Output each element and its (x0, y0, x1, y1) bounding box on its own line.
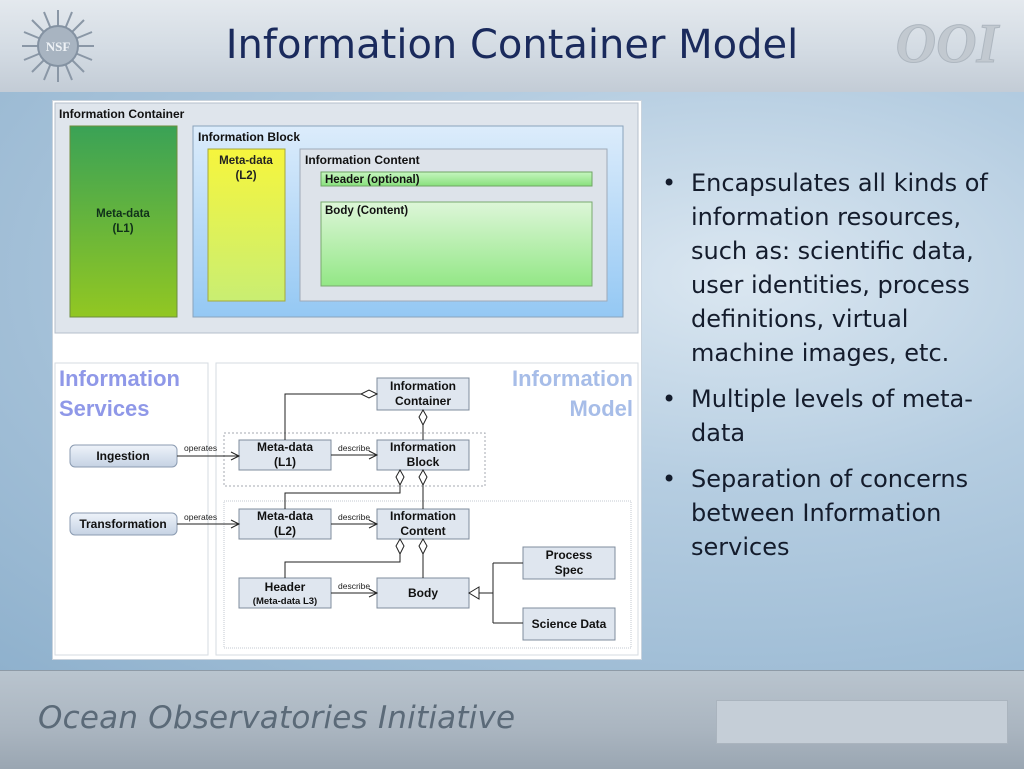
process-spec-class (522, 546, 616, 580)
aggregation-diamond-content-body (418, 537, 428, 556)
header-band (0, 0, 1024, 92)
l1-to-container-line (284, 393, 361, 440)
meta-data-l2-label: Meta-data (219, 155, 273, 167)
describe-arrowhead-3 (368, 588, 379, 598)
information-container-class-line2: Container (395, 394, 451, 408)
describe-label-3: describe (338, 581, 370, 591)
body-content-label: Body (Content) (325, 205, 408, 217)
header-optional-label: Header (optional) (325, 174, 420, 186)
meta-data-l1-class (238, 439, 332, 471)
information-container-label: Information Container (59, 107, 185, 121)
block-group-outline (223, 432, 486, 487)
information-container-class-line1: Information (390, 379, 456, 393)
meta-data-l1-box (69, 125, 178, 318)
bullet-item: Separation of concerns between Informati… (660, 462, 1000, 564)
describe-arrowhead-1 (368, 450, 379, 460)
transformation-label: Transformation (79, 517, 166, 531)
meta-data-l2-level: (L2) (235, 170, 256, 182)
aggregation-diamond-block-l2 (395, 468, 405, 487)
services-panel (54, 362, 209, 656)
process-spec-class-line1: Process (546, 548, 593, 562)
generalization-triangle (468, 586, 480, 600)
meta-data-l2-class-line1: Meta-data (257, 509, 313, 523)
aggregation-diamond-content-header (395, 537, 405, 556)
model-title-line2: Model (569, 396, 633, 421)
meta-data-l1-class-line1: Meta-data (257, 440, 313, 454)
meta-data-l2-class (238, 508, 332, 540)
describe-arrowhead-2 (368, 519, 379, 529)
meta-data-l1-class-line2: (L1) (274, 455, 296, 469)
body-content-box (320, 201, 593, 287)
meta-data-l2-box (207, 148, 286, 302)
header-to-content-line (284, 554, 401, 578)
information-container-class (376, 377, 470, 411)
nsf-logo: NSF (22, 10, 94, 82)
footer-title: Ocean Observatories Initiative (38, 700, 516, 736)
l2-to-block-line (284, 485, 401, 509)
header-optional-box (320, 171, 593, 187)
operates-label-1: operates (184, 443, 217, 453)
diagram-panel: Information Container Meta-data (L1) Inf… (52, 100, 642, 660)
ingestion-label: Ingestion (96, 449, 149, 463)
bullet-list: Encapsulates all kinds of information re… (660, 166, 1000, 576)
information-block-class-line1: Information (390, 440, 456, 454)
nsf-logo-text: NSF (46, 39, 71, 54)
science-data-class-label: Science Data (532, 617, 607, 631)
footer-box (716, 700, 1008, 744)
information-content-label: Information Content (305, 153, 420, 167)
describe-label-1: describe (338, 443, 370, 453)
body-class-label: Body (408, 586, 438, 600)
information-content-class-line1: Information (390, 509, 456, 523)
header-class-line1: Header (265, 580, 306, 594)
diagram-svg: Information Container Meta-data (L1) Inf… (54, 102, 639, 656)
information-block-class-line2: Block (407, 455, 440, 469)
describe-label-2: describe (338, 512, 370, 522)
bullet-item: Multiple levels of meta-data (660, 382, 1000, 450)
aggregation-diamond-container-l1 (359, 389, 379, 399)
header-class-line2: (Meta-data L3) (253, 596, 317, 607)
operates-arrowhead-1 (230, 451, 241, 461)
model-title-line1: Information (512, 366, 633, 391)
meta-data-l1-level: (L1) (112, 223, 133, 235)
ooi-logo-text: OOI (896, 14, 1001, 72)
services-title-line1: Information (59, 366, 180, 391)
header-class (238, 577, 332, 609)
content-group-outline (223, 500, 632, 649)
information-block-label: Information Block (198, 130, 300, 144)
services-title-line2: Services (59, 396, 150, 421)
operates-arrowhead-2 (230, 519, 241, 529)
page-title: Information Container Model (225, 22, 799, 68)
operates-label-2: operates (184, 512, 217, 522)
process-spec-class-line2: Spec (555, 563, 584, 577)
science-data-class (522, 607, 616, 641)
aggregation-diamond-block-content (418, 468, 428, 487)
aggregation-diamond-container-block (418, 408, 428, 427)
meta-data-l2-class-line2: (L2) (274, 524, 296, 538)
meta-data-l1-label: Meta-data (96, 208, 150, 220)
ooi-logo: OOI (895, 14, 1001, 72)
bullet-item: Encapsulates all kinds of information re… (660, 166, 1000, 370)
information-content-class-line2: Content (400, 524, 445, 538)
